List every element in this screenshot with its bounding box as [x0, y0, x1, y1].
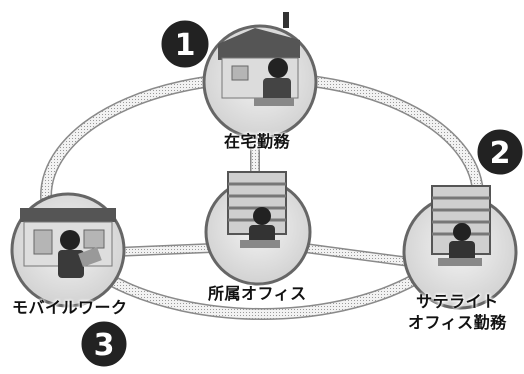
- node-home: [202, 12, 318, 140]
- node-satellite: [402, 185, 518, 310]
- label-office: 所属オフィス: [208, 284, 307, 303]
- badge-3-number: 3: [94, 328, 115, 363]
- badge-1-number: 1: [175, 28, 196, 63]
- building-icon: [227, 171, 287, 235]
- label-satellite: サテライト オフィス勤務: [408, 291, 507, 333]
- worker-icon: [240, 207, 280, 248]
- badge-3: 3: [78, 318, 130, 370]
- badge-1: 1: [158, 17, 212, 71]
- node-mobile: [10, 192, 126, 308]
- label-mobile: モバイルワーク: [12, 298, 128, 317]
- node-office: [204, 171, 312, 286]
- worker-icon: [58, 230, 102, 278]
- badge-2-number: 2: [490, 136, 511, 171]
- worker-icon: [438, 223, 482, 266]
- label-satellite-line1: サテライト: [416, 292, 499, 311]
- worker-icon: [254, 58, 294, 106]
- badge-2: 2: [474, 126, 524, 178]
- label-satellite-line2: オフィス勤務: [408, 313, 507, 332]
- label-home: 在宅勤務: [224, 132, 291, 151]
